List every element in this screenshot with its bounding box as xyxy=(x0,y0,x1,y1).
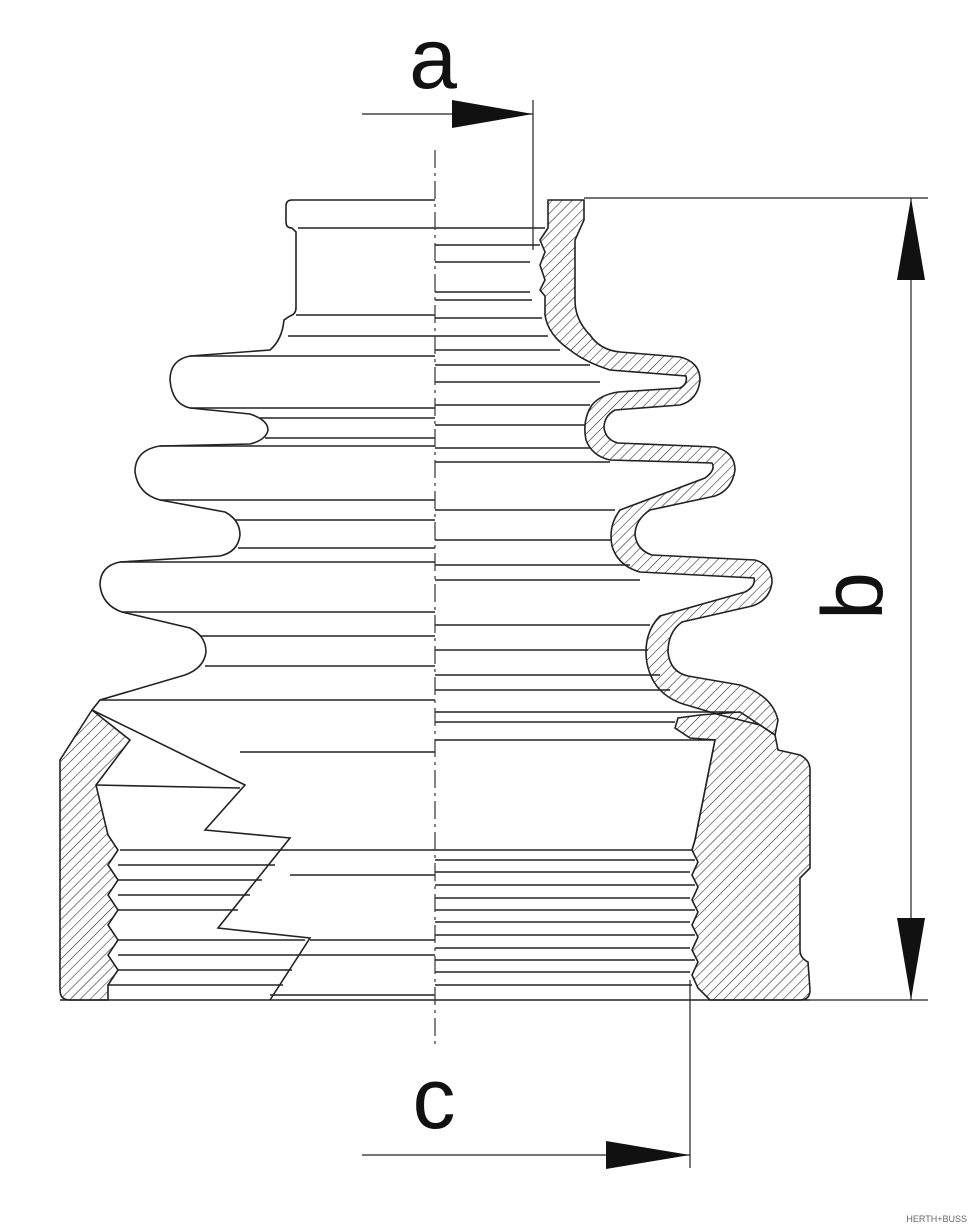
dimension-b-label: b xyxy=(805,572,901,620)
dimension-c: c xyxy=(362,980,691,1169)
left-wall-section xyxy=(59,708,132,1001)
dimension-a-label: a xyxy=(409,11,457,107)
dimension-c-label: c xyxy=(413,1051,456,1147)
dimension-a: a xyxy=(362,11,534,250)
dimension-b: b xyxy=(584,197,928,1001)
right-bellows-section xyxy=(539,199,779,737)
boot-section-inner-lines xyxy=(435,227,810,1001)
right-wall-section xyxy=(674,711,811,1001)
boot-outer-view xyxy=(91,199,435,711)
left-cutaway xyxy=(60,709,435,1001)
watermark-text: HERTH+BUSS xyxy=(906,1214,967,1224)
